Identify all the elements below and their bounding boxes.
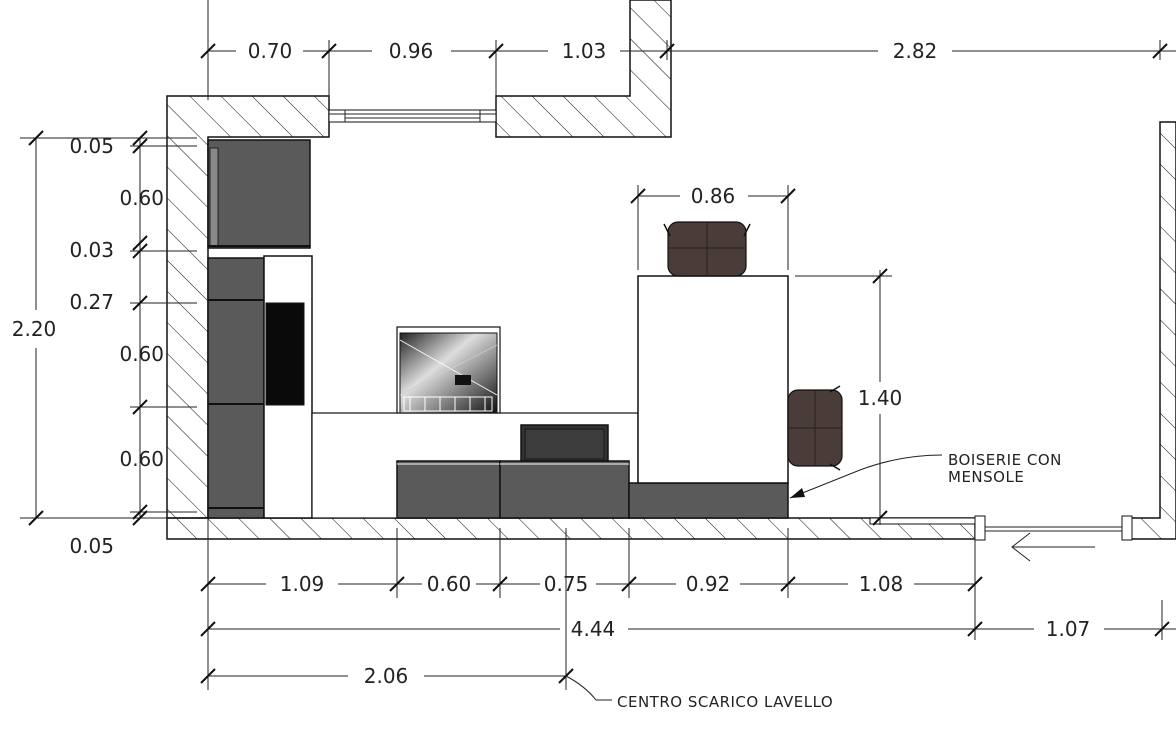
- chair-right: [787, 385, 843, 471]
- wall-right: [1129, 121, 1176, 540]
- dim-top-4: 2.82: [893, 39, 938, 63]
- dim-bottom-4: 0.92: [686, 572, 731, 596]
- dim-left-6: 0.60: [119, 447, 164, 471]
- dim-table-depth: 1.40: [858, 386, 903, 410]
- dim-left-5: 0.60: [119, 342, 164, 366]
- dim-top-3: 1.03: [562, 39, 607, 63]
- table: [637, 275, 789, 484]
- dim-bottom-right: 1.07: [1046, 617, 1091, 641]
- dim-bottom-3: 0.75: [544, 572, 589, 596]
- dim-bottom-1: 1.09: [280, 572, 325, 596]
- dim-left-3: 0.03: [69, 238, 114, 262]
- dim-left-1: 0.05: [69, 134, 114, 158]
- dim-left-total: 2.20: [12, 317, 57, 341]
- dim-bottom-5: 1.08: [859, 572, 904, 596]
- window-top: [328, 109, 497, 123]
- dim-top-2: 0.96: [389, 39, 434, 63]
- column-cabinet: [207, 257, 265, 519]
- dim-left-2: 0.60: [119, 186, 164, 210]
- note-boiserie-1: BOISERIE CON: [948, 451, 1062, 469]
- wall-top-middle: [495, 0, 672, 138]
- dimension-lines: [20, 0, 1176, 701]
- arrow-left-icon: [1011, 532, 1095, 562]
- wall-bottom: [166, 517, 976, 540]
- base-cabinet-2: [499, 460, 630, 519]
- dimension-text: 0.70 0.96 1.03 2.82 0.05 0.60 0.03 0.27 …: [12, 39, 1091, 711]
- dim-bottom-2: 0.60: [427, 572, 472, 596]
- dishwasher: [396, 326, 501, 414]
- furniture: [207, 139, 843, 519]
- dim-sink-center: 2.06: [364, 664, 409, 688]
- dim-left-4: 0.27: [69, 290, 114, 314]
- dim-table-width: 0.86: [691, 184, 736, 208]
- boiserie-shelf: [628, 482, 789, 519]
- oven: [265, 302, 305, 406]
- dim-bottom-total: 4.44: [571, 617, 616, 641]
- chair-top: [663, 221, 751, 277]
- dim-left-7: 0.05: [69, 534, 114, 558]
- note-boiserie-2: MENSOLE: [948, 468, 1024, 486]
- note-sink-drain: CENTRO SCARICO LAVELLO: [617, 693, 833, 711]
- tall-cabinet-top: [207, 139, 311, 249]
- base-cabinet-1: [396, 460, 501, 519]
- dim-top-1: 0.70: [248, 39, 293, 63]
